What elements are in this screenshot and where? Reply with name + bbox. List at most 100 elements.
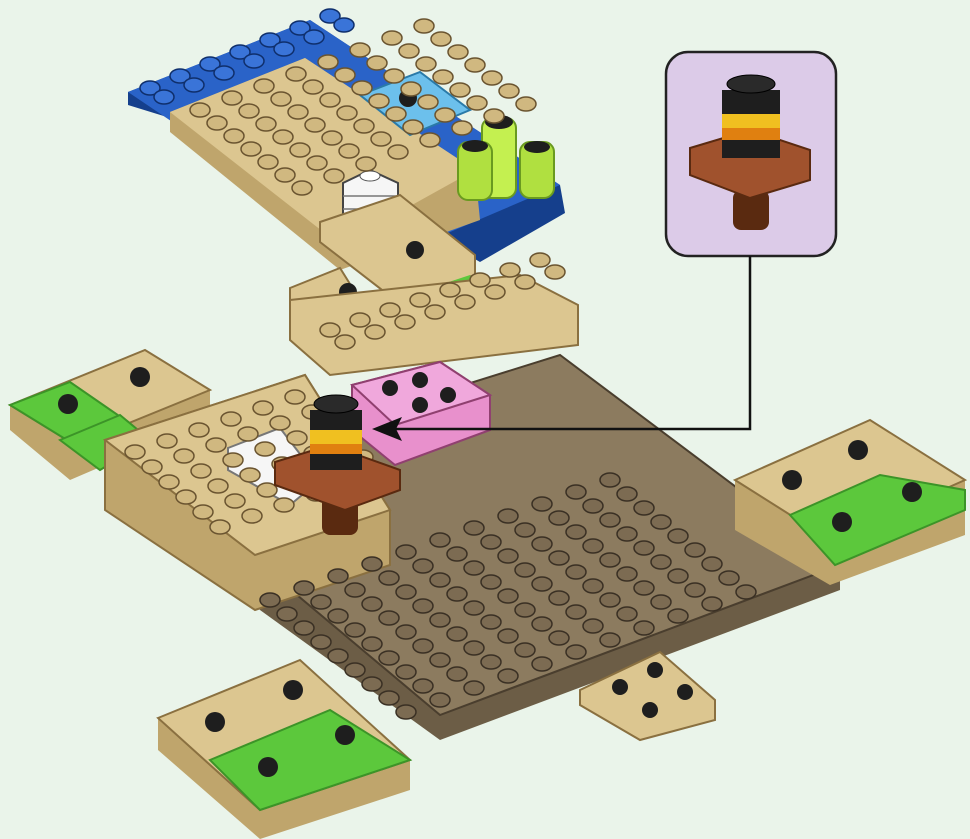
stud [481, 535, 501, 549]
stud [240, 468, 260, 482]
stud [277, 607, 297, 621]
stud [294, 581, 314, 595]
stud [154, 90, 174, 104]
stud [328, 569, 348, 583]
stud [311, 635, 331, 649]
stud [617, 567, 637, 581]
stud [498, 669, 518, 683]
stud [484, 109, 504, 123]
stud [328, 649, 348, 663]
stud [356, 157, 376, 171]
stud [515, 523, 535, 537]
stud [545, 265, 565, 279]
stud [450, 83, 470, 97]
stud [413, 639, 433, 653]
stud [414, 19, 434, 33]
stud [367, 56, 387, 70]
stud [275, 168, 295, 182]
stud [470, 273, 490, 287]
stud [481, 655, 501, 669]
stud [350, 43, 370, 57]
stud [354, 119, 374, 133]
stud [206, 438, 226, 452]
stud [420, 133, 440, 147]
stud [379, 611, 399, 625]
stud [292, 181, 312, 195]
stud [455, 295, 475, 309]
stud [448, 45, 468, 59]
stud [719, 571, 739, 585]
stud [210, 520, 230, 534]
stud [600, 473, 620, 487]
stud [481, 615, 501, 629]
stud [239, 104, 259, 118]
stud [634, 621, 654, 635]
stud [379, 571, 399, 585]
stud [425, 305, 445, 319]
stud [498, 589, 518, 603]
stud [396, 545, 416, 559]
stud [379, 691, 399, 705]
stud [290, 143, 310, 157]
stud [430, 693, 450, 707]
stud [191, 464, 211, 478]
stud [399, 44, 419, 58]
stud [651, 595, 671, 609]
stud [498, 629, 518, 643]
stud [386, 107, 406, 121]
stud [464, 521, 484, 535]
stud [566, 525, 586, 539]
stud [464, 641, 484, 655]
stud [515, 275, 535, 289]
stud [208, 479, 228, 493]
stud [335, 68, 355, 82]
stud [335, 335, 355, 349]
stud [685, 543, 705, 557]
stud [498, 549, 518, 563]
stud [311, 595, 331, 609]
stud [362, 637, 382, 651]
stud [207, 116, 227, 130]
stud [447, 667, 467, 681]
stud [668, 569, 688, 583]
stud [184, 78, 204, 92]
stud [222, 91, 242, 105]
stud [430, 613, 450, 627]
stud [273, 130, 293, 144]
stud [685, 583, 705, 597]
stud [515, 643, 535, 657]
stud [447, 627, 467, 641]
stud [294, 621, 314, 635]
stud [285, 390, 305, 404]
stud [189, 423, 209, 437]
stud [583, 539, 603, 553]
stud [286, 67, 306, 81]
stud [515, 603, 535, 617]
stud [532, 617, 552, 631]
stud [190, 103, 210, 117]
stud [416, 57, 436, 71]
stud [452, 121, 472, 135]
stud [617, 607, 637, 621]
stud [345, 583, 365, 597]
stud [350, 313, 370, 327]
stud [244, 54, 264, 68]
stud [396, 665, 416, 679]
stud [362, 557, 382, 571]
stud [532, 657, 552, 671]
stud [345, 623, 365, 637]
stud [322, 131, 342, 145]
stud [583, 619, 603, 633]
stud [583, 499, 603, 513]
stud [600, 553, 620, 567]
stud [566, 485, 586, 499]
stud [403, 120, 423, 134]
stud [274, 42, 294, 56]
stud [260, 593, 280, 607]
stud [532, 537, 552, 551]
stud [668, 529, 688, 543]
stud [396, 625, 416, 639]
stud [254, 79, 274, 93]
stud [369, 94, 389, 108]
